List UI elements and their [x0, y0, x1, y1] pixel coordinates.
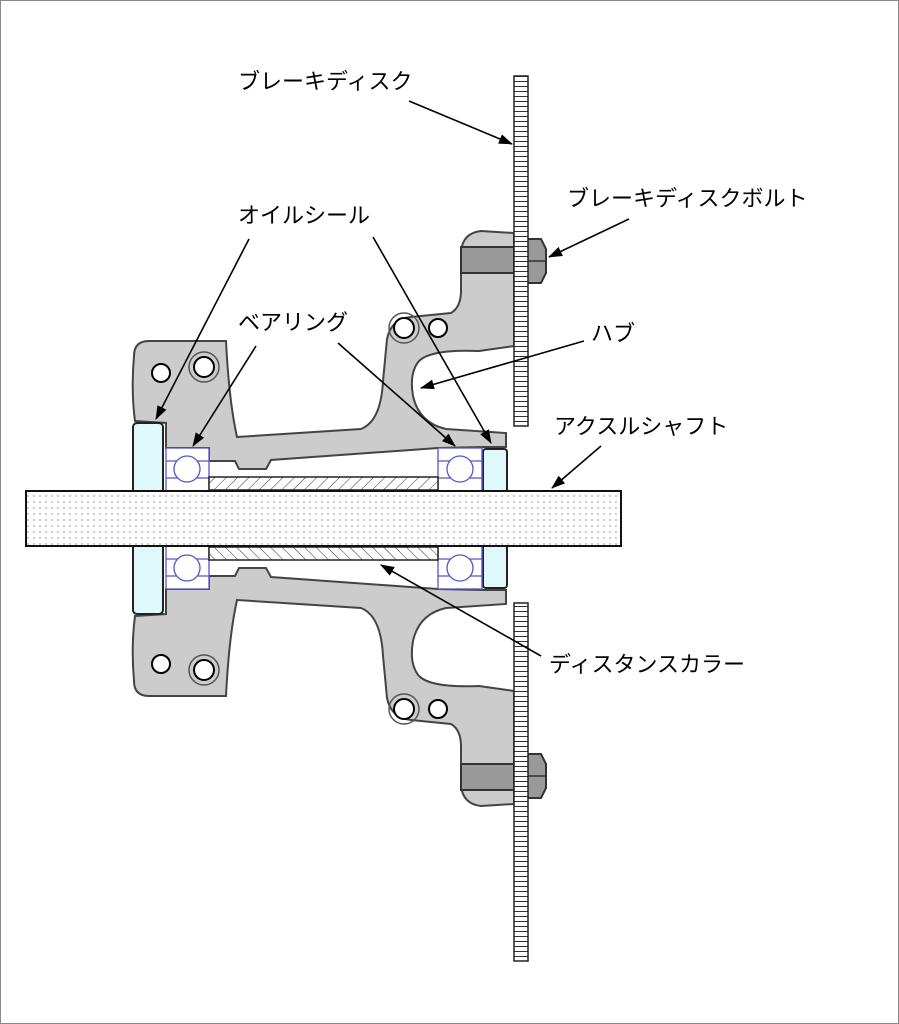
- arrow-axle-shaft: [551, 445, 602, 489]
- label-axle-shaft: アクスルシャフト: [554, 415, 728, 440]
- label-distance-collar: ディスタンスカラー: [549, 653, 745, 678]
- arrow-oil-seal-right: [372, 236, 492, 444]
- label-brake-disc: ブレーキディスク: [238, 70, 412, 95]
- arrow-oil-seal-left: [155, 238, 250, 420]
- brake-disc-upper: [513, 75, 529, 427]
- arrow-bearing-right: [337, 342, 456, 447]
- arrow-hub: [420, 340, 585, 390]
- arrow-bearing-left: [192, 345, 257, 447]
- label-brake-disc-bolt: ブレーキディスクボルト: [567, 187, 807, 212]
- arrow-distance-collar: [380, 564, 542, 657]
- arrow-brake-disc: [408, 100, 513, 145]
- brake-disc-lower: [513, 602, 529, 962]
- axle-shaft: [25, 490, 622, 547]
- label-hub: ハブ: [591, 322, 635, 347]
- label-oil-seal: オイルシール: [238, 204, 370, 229]
- arrow-brake-disc-bolt: [548, 218, 630, 258]
- label-bearing: ベアリング: [238, 311, 348, 336]
